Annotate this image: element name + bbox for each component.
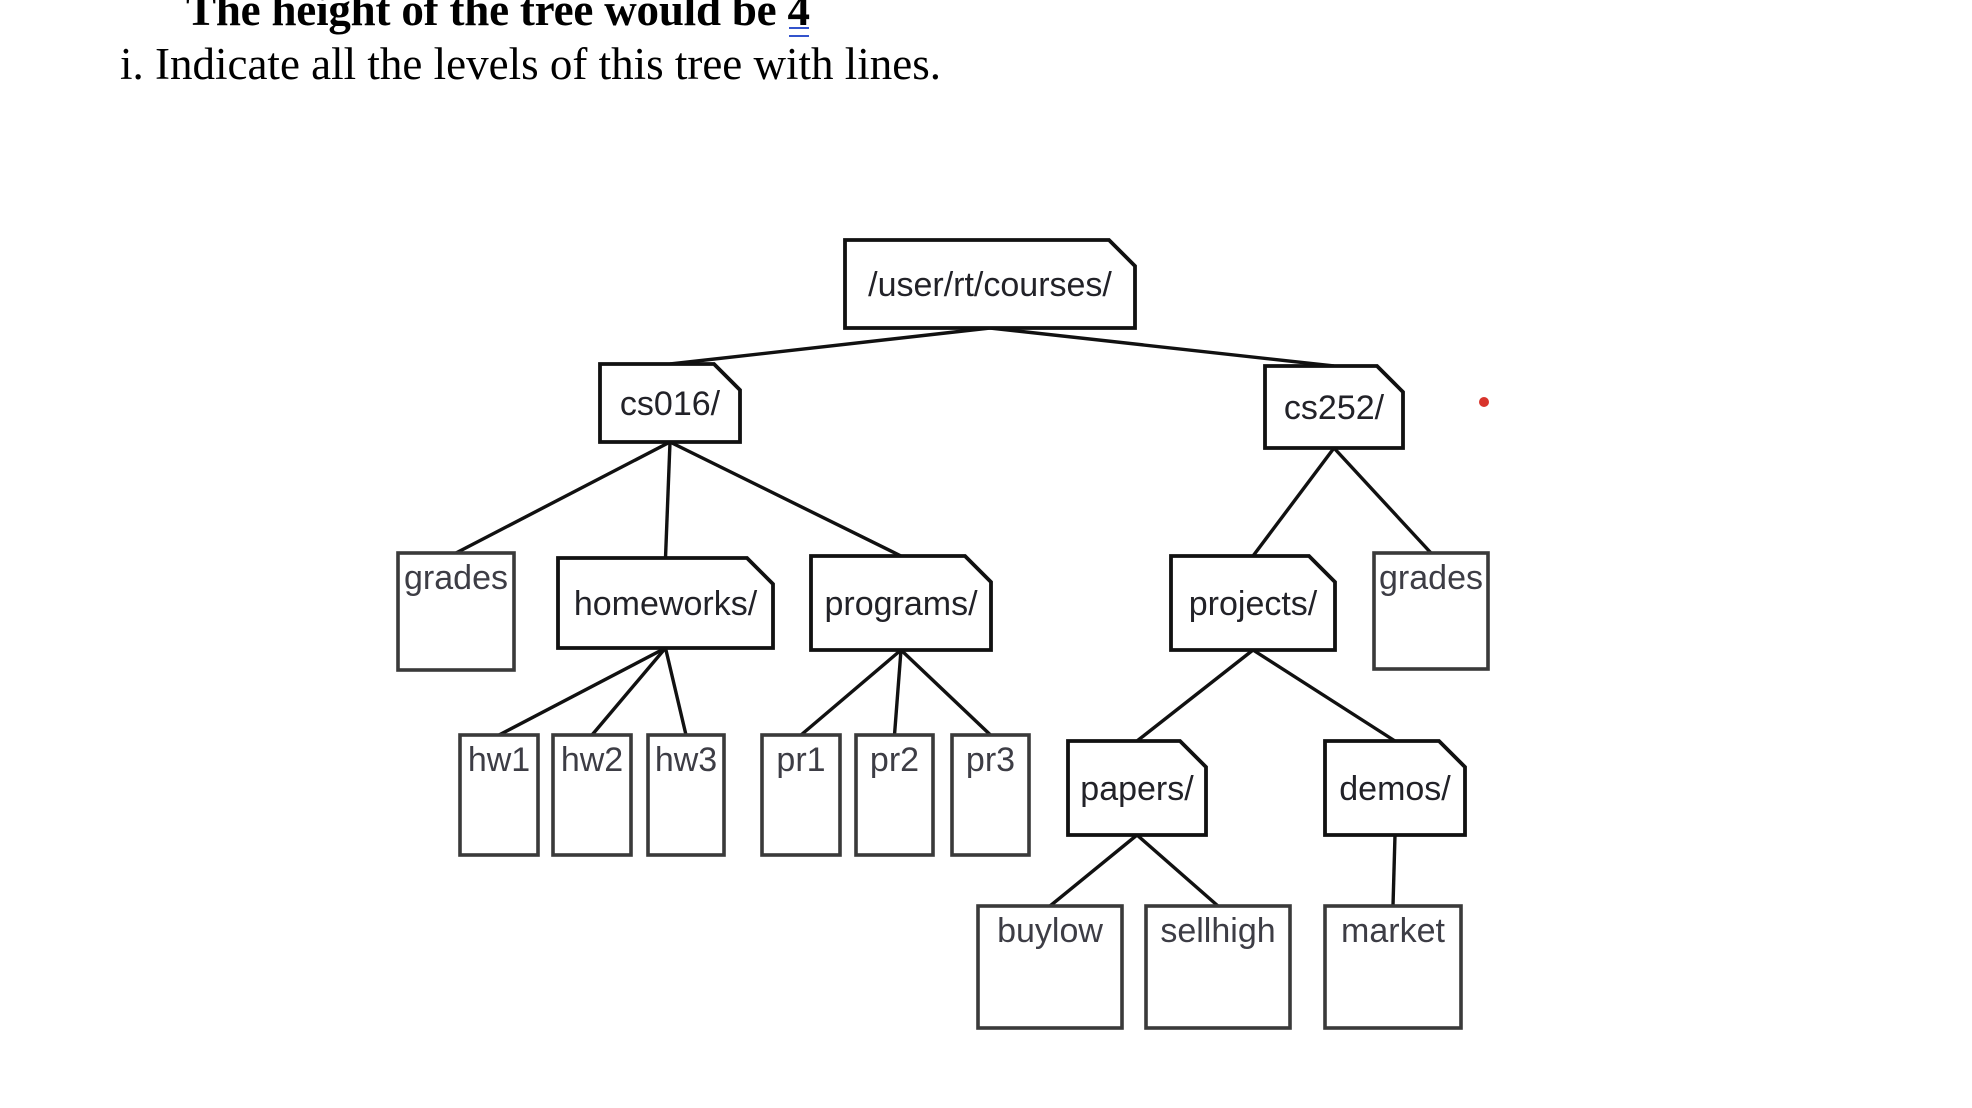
- tree-node-label-grades_r: grades: [1379, 559, 1483, 597]
- tree-node-label-homeworks: homeworks/: [574, 585, 758, 623]
- tree-edge-cs016-to-homeworks: [663, 441, 672, 559]
- tree-edge-projects-to-demos: [1252, 648, 1396, 743]
- tree-edge-papers-to-sellhigh: [1135, 833, 1220, 908]
- tree-edge-papers-to-buylow: [1048, 833, 1139, 908]
- tree-edge-programs-to-pr2: [892, 649, 903, 736]
- folder-icon: [556, 556, 775, 650]
- tree-node-label-buylow: buylow: [997, 912, 1103, 950]
- file-icon: [1323, 904, 1463, 1030]
- tree-node-label-market: market: [1341, 912, 1445, 950]
- tree-node-label-projects: projects/: [1189, 585, 1318, 623]
- tree-node-grades_r[interactable]: grades: [1372, 551, 1490, 671]
- tree-edge-cs016-to-programs: [669, 440, 902, 558]
- folder-icon: [1323, 739, 1467, 837]
- file-icon: [1144, 904, 1292, 1030]
- file-icon: [976, 904, 1124, 1030]
- tree-node-label-hw1: hw1: [468, 741, 530, 779]
- tree-node-root[interactable]: /user/rt/courses/: [843, 238, 1137, 330]
- tree-node-pr3[interactable]: pr3: [950, 733, 1031, 857]
- annotation-red-dot: [1479, 397, 1489, 407]
- tree-node-cs016[interactable]: cs016/: [598, 362, 742, 444]
- markers-layer: [1479, 397, 1489, 407]
- file-icon: [646, 733, 726, 857]
- tree-node-label-cs016: cs016/: [620, 385, 721, 423]
- tree-node-market[interactable]: market: [1323, 904, 1463, 1030]
- tree-edge-cs252-to-grades_r: [1332, 446, 1433, 555]
- tree-node-papers[interactable]: papers/: [1066, 739, 1208, 837]
- edges-layer: [455, 326, 1433, 908]
- answer-value: 4: [788, 0, 810, 37]
- tree-node-label-hw2: hw2: [561, 741, 623, 779]
- tree-node-projects[interactable]: projects/: [1169, 554, 1337, 652]
- tree-node-grades_l[interactable]: grades: [396, 551, 516, 672]
- folder-icon: [1263, 364, 1405, 450]
- folder-icon: [598, 362, 742, 444]
- tree-node-label-programs: programs/: [824, 585, 978, 623]
- tree-edge-programs-to-pr1: [799, 648, 903, 737]
- tree-edge-root-to-cs252: [989, 326, 1335, 368]
- question-line-1-text: The height of the tree would be: [186, 0, 788, 35]
- tree-edge-root-to-cs016: [669, 326, 991, 366]
- nodes-layer: /user/rt/courses/cs016/cs252/grades homew…: [396, 238, 1490, 1030]
- tree-node-label-cs252: cs252/: [1284, 389, 1385, 427]
- folder-icon: [1169, 554, 1337, 652]
- tree-edge-cs252-to-projects: [1251, 446, 1336, 558]
- tree-edge-cs016-to-grades_l: [455, 440, 671, 555]
- tree-node-hw3[interactable]: hw3: [646, 733, 726, 857]
- tree-edge-projects-to-papers: [1135, 648, 1255, 743]
- file-icon: [1372, 551, 1490, 671]
- tree-node-label-pr1: pr1: [776, 741, 825, 779]
- file-icon: [760, 733, 842, 857]
- tree-edge-homeworks-to-hw2: [590, 646, 667, 737]
- tree-node-label-grades_l: grades: [404, 559, 508, 597]
- tree-node-label-root: /user/rt/courses/: [868, 266, 1112, 304]
- file-icon: [396, 551, 516, 672]
- tree-edge-demos-to-market: [1391, 834, 1397, 907]
- tree-node-programs[interactable]: programs/: [809, 554, 993, 652]
- file-icon: [551, 733, 633, 857]
- tree-node-label-papers: papers/: [1080, 770, 1194, 808]
- folder-icon: [843, 238, 1137, 330]
- tree-node-pr2[interactable]: pr2: [854, 733, 935, 857]
- tree-node-label-hw3: hw3: [655, 741, 717, 779]
- tree-node-label-pr2: pr2: [870, 741, 919, 779]
- tree-node-hw2[interactable]: hw2: [551, 733, 633, 857]
- tree-edge-homeworks-to-hw1: [498, 646, 667, 737]
- tree-node-cs252[interactable]: cs252/: [1263, 364, 1405, 450]
- tree-edge-homeworks-to-hw3: [663, 647, 688, 736]
- tree-node-homeworks[interactable]: homeworks/: [556, 556, 775, 650]
- tree-edge-programs-to-pr3: [899, 648, 992, 737]
- file-icon: [854, 733, 935, 857]
- tree-node-demos[interactable]: demos/: [1323, 739, 1467, 837]
- folder-icon: [1066, 739, 1208, 837]
- folder-icon: [809, 554, 993, 652]
- question-line-2: i. Indicate all the levels of this tree …: [120, 39, 942, 89]
- tree-node-hw1[interactable]: hw1: [458, 733, 540, 857]
- question-line-1: The height of the tree would be 4: [186, 0, 810, 37]
- tree-node-sellhigh[interactable]: sellhigh: [1144, 904, 1292, 1030]
- tree-node-label-demos: demos/: [1339, 770, 1451, 808]
- file-icon: [950, 733, 1031, 857]
- tree-node-buylow[interactable]: buylow: [976, 904, 1124, 1030]
- tree-node-label-sellhigh: sellhigh: [1160, 912, 1275, 950]
- tree-node-pr1[interactable]: pr1: [760, 733, 842, 857]
- file-icon: [458, 733, 540, 857]
- tree-node-label-pr3: pr3: [966, 741, 1015, 779]
